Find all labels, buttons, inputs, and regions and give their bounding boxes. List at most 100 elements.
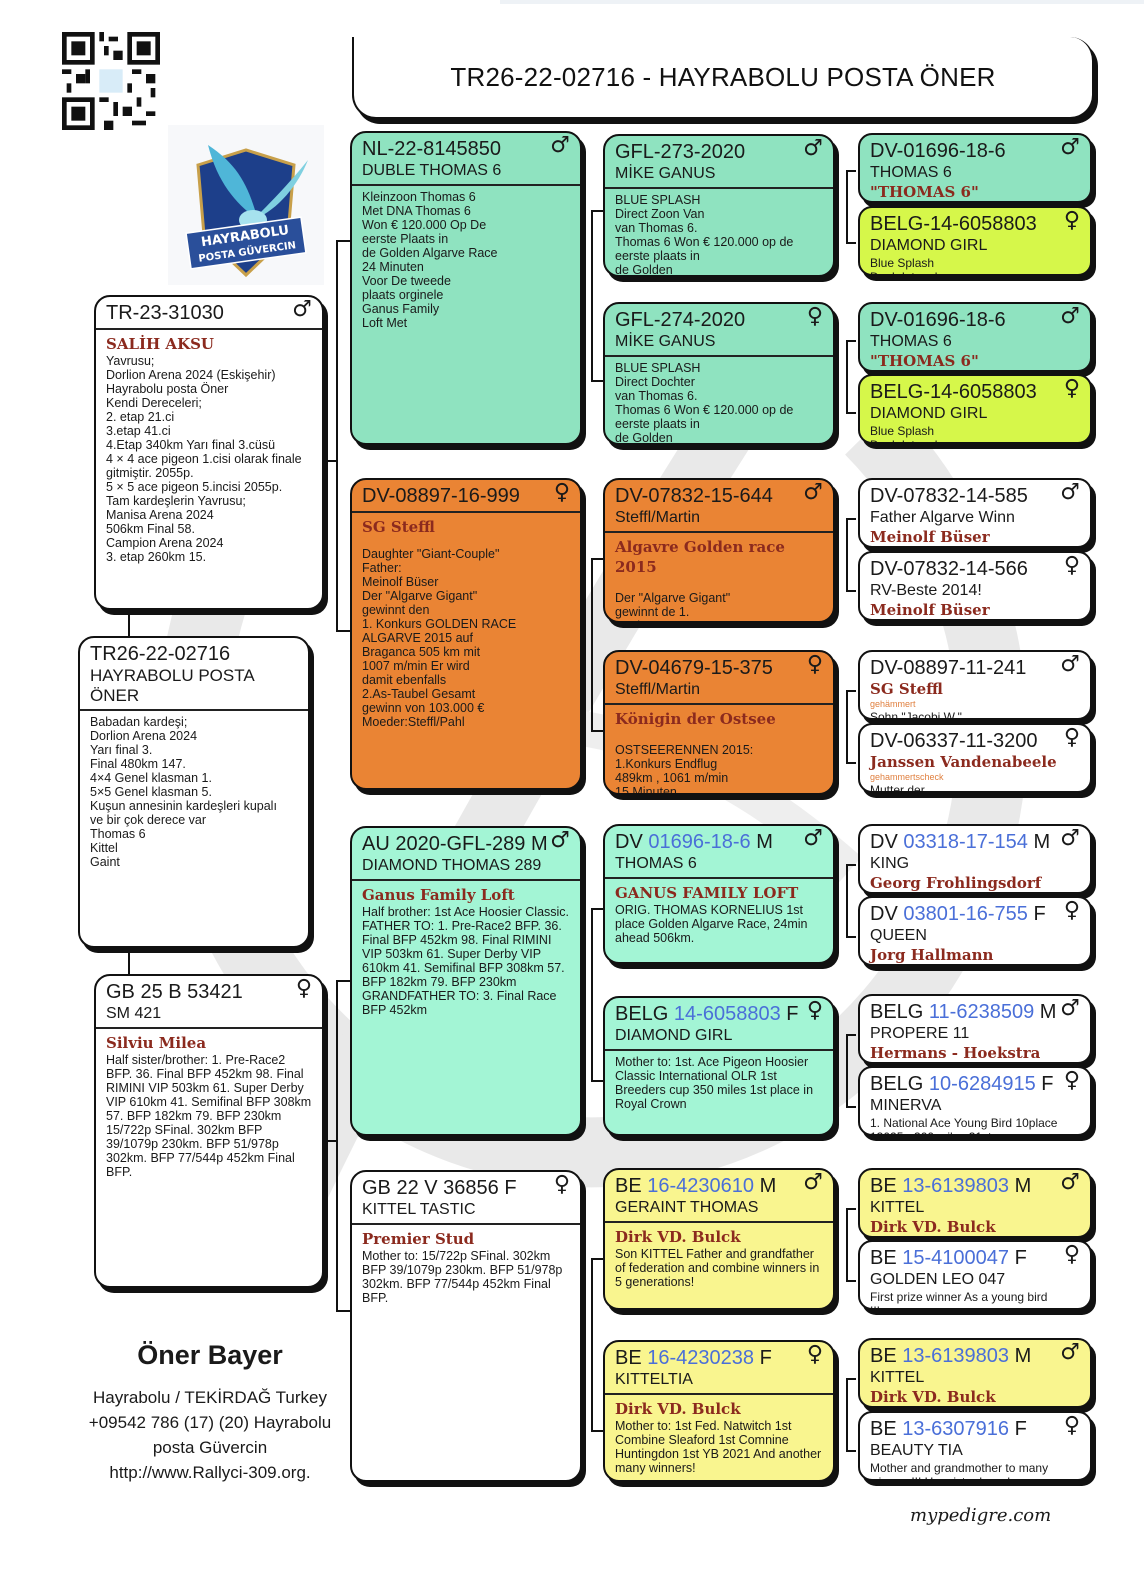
gen4-card[interactable]: DV-01696-18-6 THOMAS 6 "THOMAS 6" ♂ — [858, 302, 1092, 372]
connector — [846, 1208, 848, 1280]
gen3-card[interactable]: DV-04679-15-375 Steffl/Martin ♀ Königin … — [603, 650, 835, 795]
brand-link[interactable]: mypedigre.com — [910, 1505, 1052, 1526]
breeder-name: "THOMAS 6" — [870, 183, 979, 201]
connector — [591, 558, 593, 730]
dam-card[interactable]: GB 25 B 53421 SM 421 ♀ Silviu Milea Half… — [94, 974, 324, 1288]
pigeon-notes: OSTSEERENNEN 2015: 1.Konkurs Endflug 489… — [615, 743, 754, 795]
female-icon: ♀ — [1063, 376, 1080, 401]
pigeon-name: PROPERE 11 — [870, 1025, 970, 1042]
gen4-card[interactable]: BELG-14-6058803 DIAMOND GIRL Blue Splash… — [858, 206, 1092, 276]
gen4-card[interactable]: DV-07832-14-585 Father Algarve Winn Mein… — [858, 478, 1092, 548]
gen4-card[interactable]: DV 03318-17-154 M KING Georg Frohlingsdo… — [858, 824, 1092, 894]
club-logo: HAYRABOLU POSTA GÜVERCIN — [168, 125, 324, 285]
ring-number: BE 13-6139803 M — [870, 1175, 1032, 1197]
breeder-name: Dirk VD. Bulck — [870, 1388, 996, 1406]
breeder-name: SG Steffl — [870, 680, 943, 698]
female-icon: ♀ — [553, 480, 570, 505]
ring-number: BELG 10-6284915 F — [870, 1073, 1054, 1095]
male-icon: ♂ — [803, 480, 823, 505]
pigeon-name: HAYRABOLU POSTA ÖNER — [90, 666, 254, 705]
pigeon-name: KING — [870, 855, 910, 872]
ring-number: DV-06337-11-3200 — [870, 730, 1038, 752]
pigeon-notes: Mutter der — [870, 783, 925, 793]
gen3-card[interactable]: GFL-273-2020 MİKE GANUS ♂ BLUE SPLASH Di… — [603, 134, 835, 277]
pigeon-name: MİKE GANUS — [615, 165, 716, 182]
connector — [336, 980, 350, 982]
gen2-card[interactable]: NL-22-8145850 DUBLE THOMAS 6 ♂ Kleinzoon… — [350, 131, 582, 445]
pigeon-name: DIAMOND THOMAS 289 — [362, 857, 542, 874]
gen3-card[interactable]: DV-07832-15-644 Steffl/Martin ♂ Algavre … — [603, 478, 835, 623]
gen3-card[interactable]: BE 16-4230238 F KITTELTIA ♀ Dirk VD. Bul… — [603, 1340, 835, 1482]
pigeon-notes: BLUE SPLASH Direct Dochter van Thomas 6.… — [615, 361, 794, 445]
ring-number: DV-07832-14-585 — [870, 485, 1028, 507]
connector — [128, 948, 130, 974]
female-icon: ♀ — [806, 652, 823, 677]
page-title: TR26-22-02716 - HAYRABOLU POSTA ÖNER — [450, 61, 996, 92]
breeder-name: Premier Stud — [362, 1230, 475, 1248]
connector — [846, 1450, 856, 1452]
ring-number: DV-04679-15-375 — [615, 657, 773, 679]
gen4-card[interactable]: BELG-14-6058803 DIAMOND GIRL Blue Splash… — [858, 374, 1092, 444]
gen3-card[interactable]: GFL-274-2020 MİKE GANUS ♀ BLUE SPLASH Di… — [603, 302, 835, 445]
gen3-card[interactable]: DV 01696-18-6 M THOMAS 6 ♂ GANUS FAMILY … — [603, 824, 835, 964]
pigeon-notes: Daughter "Giant-Couple" Father: Meinolf … — [362, 547, 517, 729]
gen4-card[interactable]: DV-08897-11-241 SG Steffl gehämmert Sohn… — [858, 650, 1092, 720]
pigeon-name: RV-Beste 2014! — [870, 582, 982, 599]
gen3-card[interactable]: BE 16-4230610 M GERAINT THOMAS ♂ Dirk VD… — [603, 1168, 835, 1310]
male-icon: ♂ — [1060, 826, 1080, 851]
gen4-card[interactable]: BE 15-4100047 F GOLDEN LEO 047 First pri… — [858, 1240, 1092, 1310]
ring-number: DV 03801-16-755 F — [870, 903, 1046, 925]
ring-number: BELG 11-6238509 M — [870, 1001, 1057, 1023]
connector — [591, 380, 603, 382]
pigeon-name: DIAMOND GIRL — [615, 1027, 733, 1044]
pigeon-notes: Mother to: 1st Fed. Natwitch 1st Combine… — [615, 1419, 822, 1475]
gen2-card[interactable]: DV-08897-16-999 ♀ SG Steffl Daughter "Gi… — [350, 478, 582, 790]
male-icon: ♂ — [550, 828, 570, 853]
pigeon-notes: Der "Algarve Gigant" gewinnt de 1. Konku… — [615, 591, 755, 621]
qr-code[interactable] — [62, 32, 160, 130]
gen4-card[interactable]: DV-01696-18-6 THOMAS 6 "THOMAS 6" ♂ — [858, 133, 1092, 203]
connector — [846, 1280, 856, 1282]
pigeon-notes: Mother to: 1st. Ace Pigeon Hoosier Class… — [615, 1055, 814, 1111]
female-icon: ♀ — [806, 1342, 823, 1367]
ring-number: NL-22-8145850 — [362, 138, 501, 160]
subject-card[interactable]: TR26-22-02716 HAYRABOLU POSTA ÖNER Babad… — [78, 636, 310, 948]
connector — [846, 1378, 856, 1380]
gen2-card[interactable]: GB 22 V 36856 F KITTEL TASTIC ♀ Premier … — [350, 1170, 582, 1482]
sire-card[interactable]: TR-23-31030 ♂ SALİH AKSU Yavrusu; Dorlio… — [94, 295, 324, 610]
female-icon: ♀ — [1063, 1413, 1080, 1438]
gen4-card[interactable]: BELG 10-6284915 F MINERVA 1. National Ac… — [858, 1066, 1092, 1136]
ring-number: BELG-14-6058803 — [870, 381, 1037, 403]
breeder-name: Dirk VD. Bulck — [870, 1218, 996, 1236]
pigeon-name: KITTEL — [870, 1369, 925, 1386]
pigeon-notes: Babadan kardeşi; Dorlion Arena 2024 Yarı… — [90, 715, 277, 869]
male-icon: ♂ — [550, 133, 570, 158]
ring-number: DV 03318-17-154 M — [870, 831, 1051, 853]
ring-number: TR26-22-02716 — [90, 643, 231, 665]
gen4-card[interactable]: BELG 11-6238509 M PROPERE 11 Hermans - H… — [858, 994, 1092, 1064]
pigeon-name: Father Algarve Winn — [870, 509, 1015, 526]
ring-number: BELG-14-6058803 — [870, 213, 1037, 235]
pigeon-name: KITTEL TASTIC — [362, 1201, 476, 1218]
pigeon-name: THOMAS 6 — [870, 333, 952, 350]
male-icon: ♂ — [1060, 652, 1080, 677]
ring-number: DV-01696-18-6 — [870, 140, 1006, 162]
male-icon: ♂ — [1060, 1170, 1080, 1195]
gen3-card[interactable]: BELG 14-6058803 F DIAMOND GIRL ♀ Mother … — [603, 996, 835, 1136]
gen2-card[interactable]: AU 2020-GFL-289 M DIAMOND THOMAS 289 ♂ G… — [350, 826, 582, 1136]
pigeon-notes: Yavrusu; Dorlion Arena 2024 (Eskişehir) … — [106, 354, 302, 564]
gen4-card[interactable]: DV 03801-16-755 F QUEEN Jorg Hallmann ♀ — [858, 896, 1092, 966]
male-icon: ♂ — [1060, 304, 1080, 329]
gen4-card[interactable]: DV-07832-14-566 RV-Beste 2014! Meinolf B… — [858, 551, 1092, 621]
breeder-name: Königin der Ostsee — [615, 710, 776, 728]
connector — [846, 518, 856, 520]
connector — [336, 240, 350, 242]
ring-number: GFL-273-2020 — [615, 141, 746, 163]
gen4-card[interactable]: BE 13-6307916 F BEAUTY TIA Mother and gr… — [858, 1411, 1092, 1481]
connector — [591, 1258, 593, 1430]
gen4-card[interactable]: DV-06337-11-3200 Janssen Vandenabeele ge… — [858, 723, 1092, 793]
connector — [591, 210, 593, 380]
gen4-card[interactable]: BE 13-6139803 M KITTEL Dirk VD. Bulck ♂ — [858, 1168, 1092, 1238]
female-icon: ♀ — [1063, 725, 1080, 750]
gen4-card[interactable]: BE 13-6139803 M KITTEL Dirk VD. Bulck ♂ — [858, 1338, 1092, 1408]
